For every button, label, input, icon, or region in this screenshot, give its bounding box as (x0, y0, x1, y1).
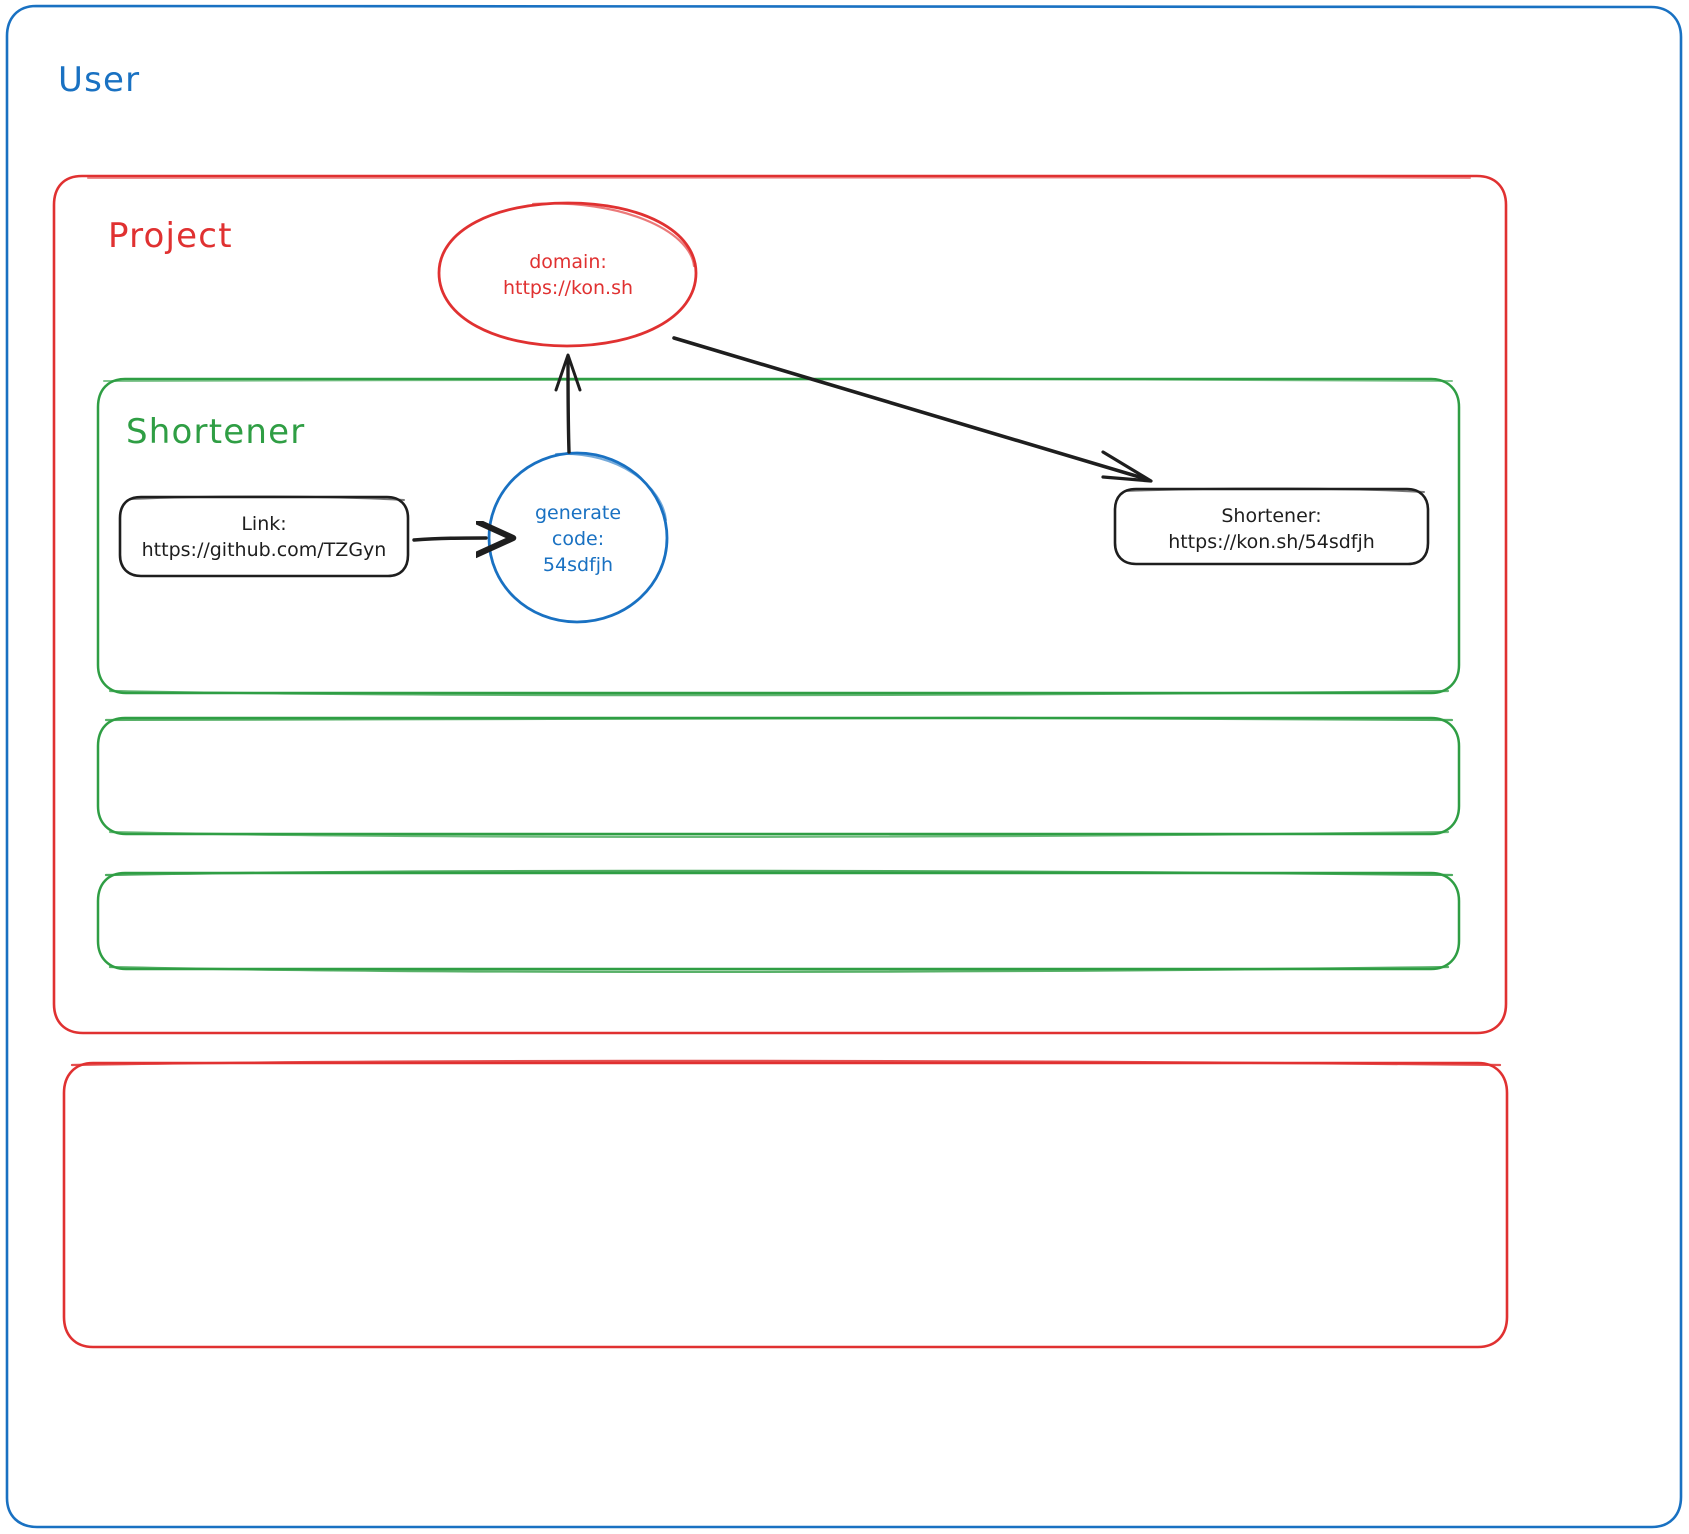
node-generate-circle-line2: code: (551, 528, 605, 551)
node-link-box[interactable] (118, 495, 410, 578)
node-link-box-line2: https://github.com/TZGyn (141, 539, 387, 562)
node-shortener-result-line2: https://kon.sh/54sdfjh (1168, 531, 1375, 554)
group-user-border (5, 4, 1683, 1529)
node-link-box-line1: Link: (241, 513, 287, 535)
group-red-empty-1 (62, 1059, 1509, 1349)
group-green-empty-2 (96, 869, 1461, 974)
group-project-border (52, 174, 1508, 1035)
node-generate-circle-text: generate code: 54sdfjh (489, 500, 667, 579)
group-shortener-border (96, 377, 1461, 697)
arrow-domain-to-shortener-result (672, 336, 1153, 483)
node-domain-ellipse-line1: domain: (529, 251, 607, 273)
node-link-box-text: Link: https://github.com/TZGyn (120, 511, 408, 563)
arrow-generate-to-domain (554, 353, 582, 454)
node-generate-circle-line3: 54sdfjh (542, 554, 614, 577)
node-domain-ellipse-line2: https://kon.sh (502, 277, 634, 300)
node-domain-ellipse[interactable] (437, 201, 698, 348)
node-shortener-result-box[interactable] (1113, 487, 1430, 566)
node-shortener-result-line1: Shortener: (1221, 505, 1322, 527)
node-domain-ellipse-text: domain: https://kon.sh (439, 249, 697, 301)
node-shortener-result-text: Shortener: https://kon.sh/54sdfjh (1115, 503, 1428, 555)
arrow-link-to-generate (412, 538, 486, 540)
group-green-empty-1 (96, 716, 1461, 838)
node-generate-circle[interactable] (487, 451, 669, 624)
node-generate-circle-line1: generate (534, 502, 622, 524)
